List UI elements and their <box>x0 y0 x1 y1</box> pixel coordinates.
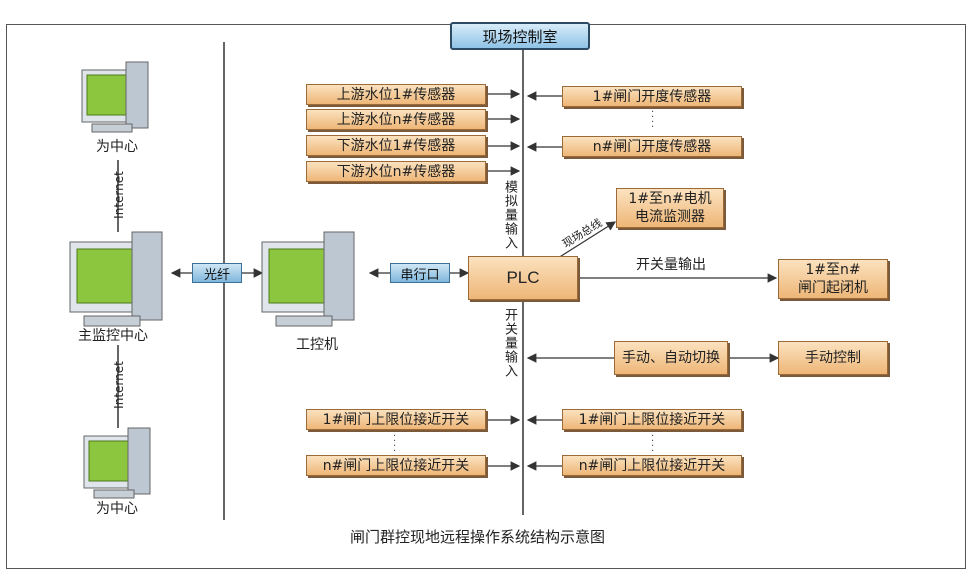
analog-input-label: 模拟量输入 <box>502 180 517 250</box>
diagram-caption: 闸门群控现地远程操作系统结构示意图 <box>350 528 606 546</box>
ellipsis-dots: · · · · <box>651 107 655 133</box>
ellipsis-dots: · · · · <box>393 431 397 457</box>
computer-icon-bottom <box>83 427 151 499</box>
limit-switch-right-n: n#闸门上限位接近开关 <box>562 455 742 476</box>
limit-switch-right-1: 1#闸门上限位接近开关 <box>562 409 742 430</box>
main-monitor-center-label: 主监控中心 <box>78 328 148 344</box>
sensor-downstream-1: 下游水位1#传感器 <box>306 135 486 156</box>
internet-label-bottom: Internet <box>112 361 126 409</box>
sensor-downstream-n: 下游水位n#传感器 <box>306 161 486 182</box>
field-control-room-title: 现场控制室 <box>450 22 590 50</box>
internet-label-top: Internet <box>112 171 126 219</box>
computer-icon-main <box>69 231 163 327</box>
sensor-upstream-n: 上游水位n#传感器 <box>306 109 486 130</box>
switch-input-label: 开关量输入 <box>502 308 517 378</box>
industrial-pc-label: 工控机 <box>296 337 338 353</box>
plc-box: PLC <box>468 256 578 300</box>
ellipsis-dots: · · · · <box>651 431 655 457</box>
gate-opening-sensor-1: 1#闸门开度传感器 <box>562 86 742 107</box>
manual-auto-switch-box: 手动、自动切换 <box>614 341 728 375</box>
manual-control-box: 手动控制 <box>778 341 888 375</box>
switch-output-label: 开关量输出 <box>636 257 706 273</box>
motor-current-monitor: 1#至n#电机 电流监测器 <box>616 188 724 228</box>
limit-switch-left-1: 1#闸门上限位接近开关 <box>306 409 486 430</box>
gate-opening-sensor-n: n#闸门开度传感器 <box>562 136 742 157</box>
gate-hoist-box: 1#至n# 闸门起闭机 <box>778 259 888 299</box>
serial-port-link: 串行口 <box>390 263 450 283</box>
computer-icon-industrial <box>261 231 355 327</box>
sensor-upstream-1: 上游水位1#传感器 <box>306 84 486 105</box>
fiber-link: 光纤 <box>192 263 242 283</box>
center-label-top: 为中心 <box>96 139 138 155</box>
computer-icon-top <box>81 61 149 133</box>
limit-switch-left-n: n#闸门上限位接近开关 <box>306 455 486 476</box>
center-label-bottom: 为中心 <box>96 501 138 517</box>
